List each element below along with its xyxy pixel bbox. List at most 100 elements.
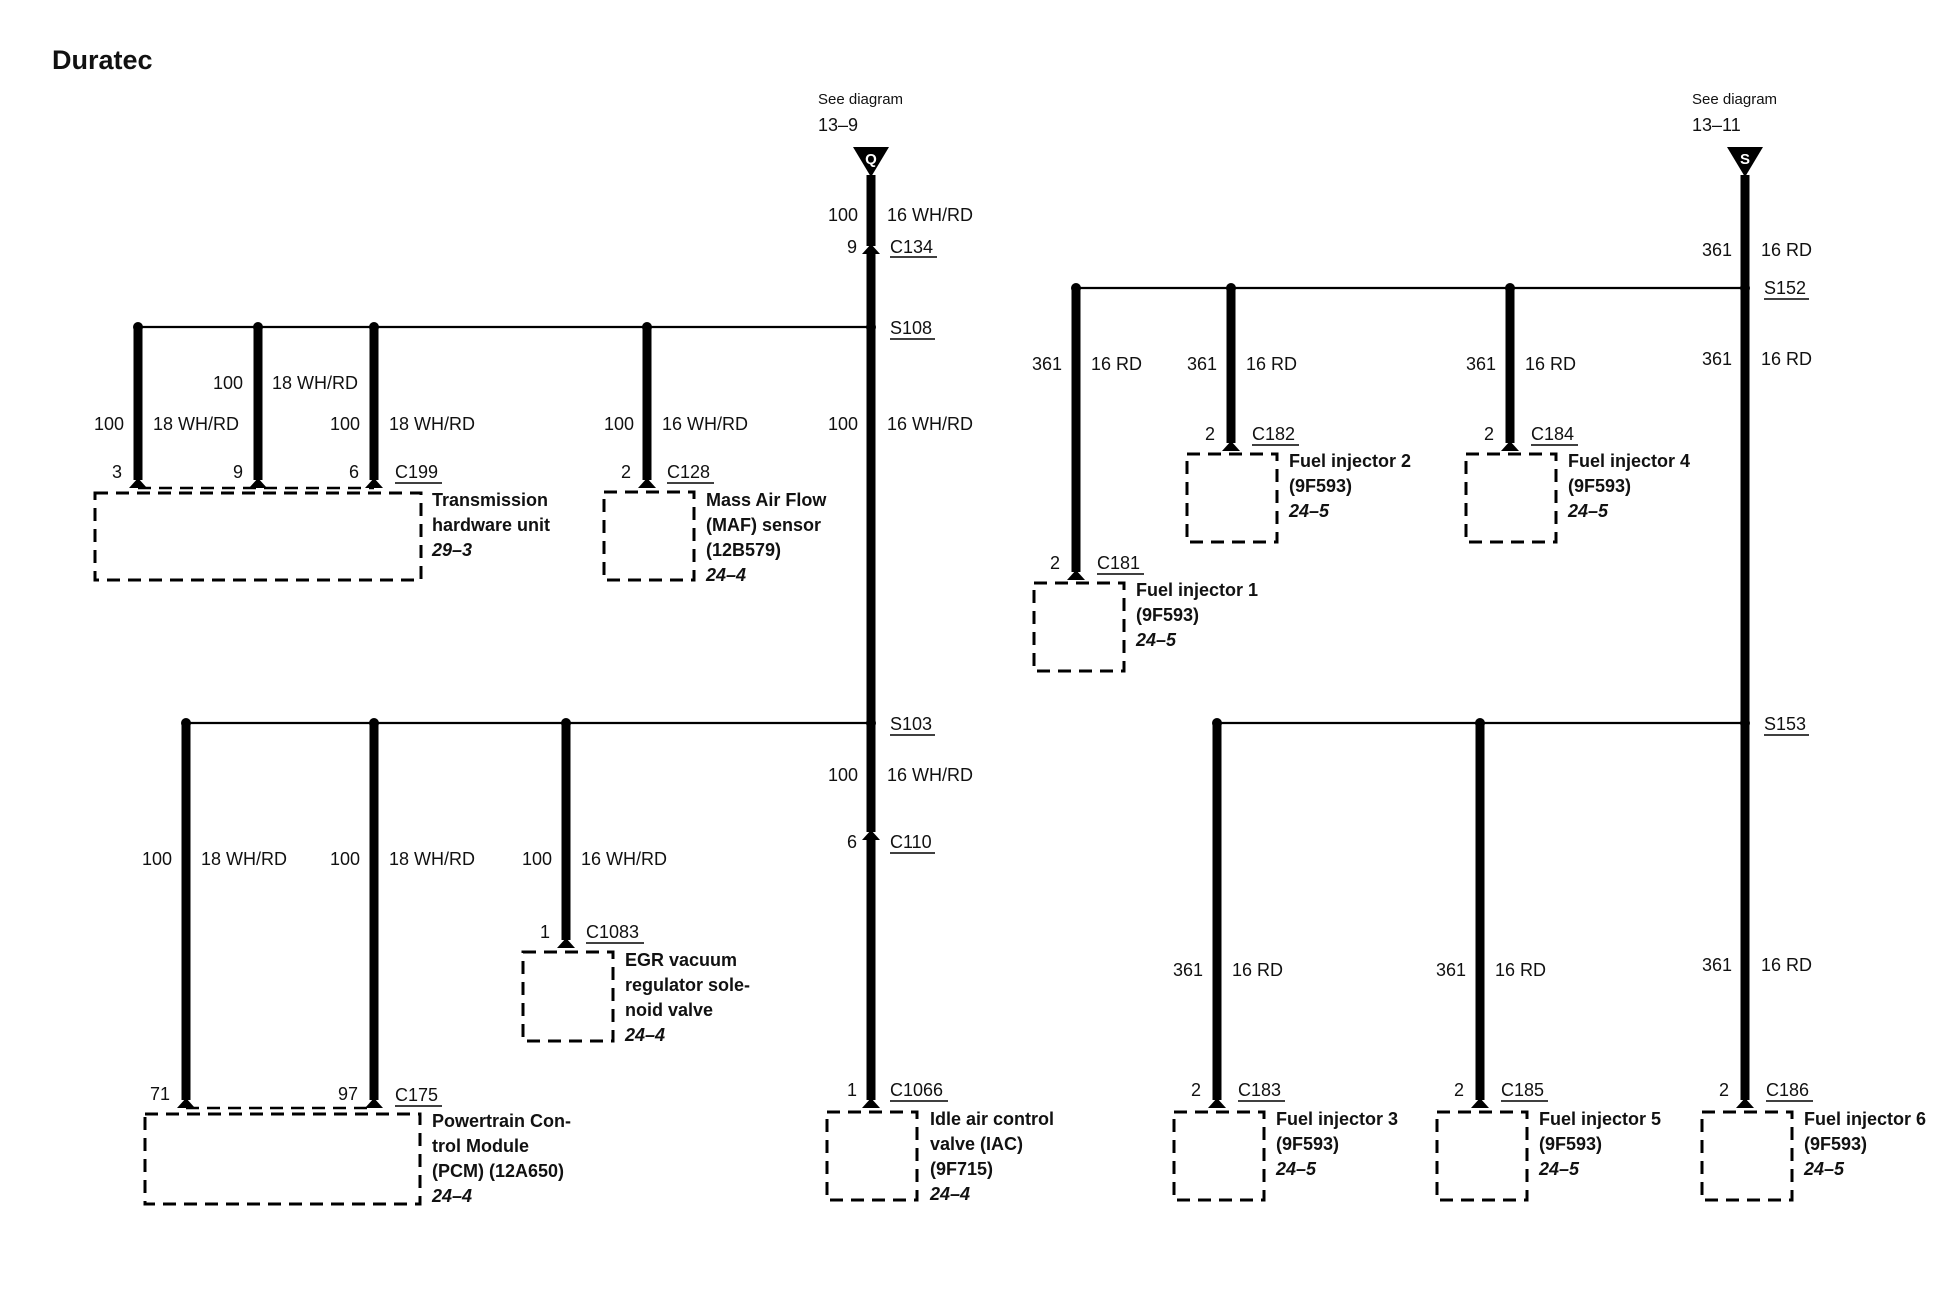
svg-text:24–5: 24–5 [1275,1159,1317,1179]
svg-text:3: 3 [112,462,122,482]
svg-text:16 RD: 16 RD [1761,349,1812,369]
offpage-q-letter: Q [865,151,877,168]
svg-text:1: 1 [847,1080,857,1100]
svg-text:Fuel injector 6: Fuel injector 6 [1804,1109,1926,1129]
fuel-injector-3-box [1172,1110,1266,1202]
offpage-q-see: See diagram [818,91,903,108]
svg-text:(9F593): (9F593) [1289,476,1352,496]
maf-sensor-box [602,490,696,582]
svg-text:24–5: 24–5 [1567,501,1609,521]
s153-dot [1740,718,1750,728]
c185-label: C185 [1501,1080,1544,1100]
svg-text:361: 361 [1702,240,1732,260]
svg-text:361: 361 [1702,349,1732,369]
svg-text:16 WH/RD: 16 WH/RD [581,849,667,869]
svg-text:24–4: 24–4 [624,1025,665,1045]
c175-label: C175 [395,1085,438,1105]
s153-label: S153 [1764,714,1806,734]
svg-text:(PCM) (12A650): (PCM) (12A650) [432,1161,564,1181]
s152-dot [1740,283,1750,293]
wire-s108-s103-circuit: 100 [828,414,858,434]
svg-text:100: 100 [213,373,243,393]
svg-text:2: 2 [1050,553,1060,573]
svg-text:361: 361 [1702,955,1732,975]
svg-text:16 RD: 16 RD [1232,960,1283,980]
transmission-hardware-unit-box [93,491,423,582]
c1066-arrow-icon [862,1098,880,1108]
svg-text:2: 2 [1719,1080,1729,1100]
offpage-s-ref: 13–11 [1692,115,1741,135]
svg-text:100: 100 [142,849,172,869]
svg-text:noid valve: noid valve [625,1000,713,1020]
svg-text:361: 361 [1436,960,1466,980]
svg-text:361: 361 [1032,354,1062,374]
c183-label: C183 [1238,1080,1281,1100]
wire-q-gauge: 16 WH/RD [887,205,973,225]
c181-label: C181 [1097,553,1140,573]
egr-valve-box [521,950,615,1043]
svg-text:16 RD: 16 RD [1761,955,1812,975]
fuel-injector-6-box [1700,1110,1794,1202]
svg-text:100: 100 [330,849,360,869]
c1066-label: C1066 [890,1080,943,1100]
svg-text:361: 361 [1173,960,1203,980]
svg-text:(12B579): (12B579) [706,540,781,560]
svg-text:Mass Air Flow: Mass Air Flow [706,490,827,510]
svg-text:EGR vacuum: EGR vacuum [625,950,737,970]
svg-text:regulator sole-: regulator sole- [625,975,750,995]
c134-label: C134 [890,237,933,257]
svg-text:16 RD: 16 RD [1091,354,1142,374]
svg-text:24–5: 24–5 [1135,630,1177,650]
svg-text:Fuel injector 3: Fuel injector 3 [1276,1109,1398,1129]
svg-text:100: 100 [828,765,858,785]
svg-text:2: 2 [1454,1080,1464,1100]
svg-text:24–4: 24–4 [705,565,746,585]
svg-text:2: 2 [621,462,631,482]
svg-text:16 RD: 16 RD [1495,960,1546,980]
svg-text:16 RD: 16 RD [1761,240,1812,260]
svg-text:97: 97 [338,1084,358,1104]
offpage-s-letter: S [1740,151,1750,168]
svg-text:100: 100 [94,414,124,434]
svg-text:18 WH/RD: 18 WH/RD [389,414,475,434]
thu-label-1: Transmission [432,490,548,510]
fuel-injector-2-box [1185,452,1279,544]
svg-text:(9F593): (9F593) [1276,1134,1339,1154]
svg-text:18 WH/RD: 18 WH/RD [272,373,358,393]
svg-text:24–5: 24–5 [1803,1159,1845,1179]
thu-ref: 29–3 [431,540,472,560]
svg-text:361: 361 [1466,354,1496,374]
c182-label: C182 [1252,424,1295,444]
svg-text:24–4: 24–4 [929,1184,970,1204]
s103-label: S103 [890,714,932,734]
c199-label: C199 [395,462,438,482]
c186-label: C186 [1766,1080,1809,1100]
svg-text:(9F593): (9F593) [1136,605,1199,625]
c184-label: C184 [1531,424,1574,444]
svg-text:18 WH/RD: 18 WH/RD [153,414,239,434]
fuel-injector-5-box [1435,1110,1529,1202]
svg-text:24–4: 24–4 [431,1186,472,1206]
svg-text:2: 2 [1205,424,1215,444]
svg-text:Fuel injector 1: Fuel injector 1 [1136,580,1258,600]
svg-text:16 WH/RD: 16 WH/RD [887,765,973,785]
svg-text:18 WH/RD: 18 WH/RD [201,849,287,869]
svg-text:Idle air control: Idle air control [930,1109,1054,1129]
offpage-q-triangle [853,147,889,177]
offpage-q-ref: 13–9 [818,115,858,135]
iac-valve-box [825,1110,919,1202]
svg-text:100: 100 [330,414,360,434]
s108-dot [866,322,876,332]
svg-text:2: 2 [1484,424,1494,444]
wire-q-circuit: 100 [828,205,858,225]
svg-text:16 RD: 16 RD [1246,354,1297,374]
svg-text:(9F593): (9F593) [1568,476,1631,496]
pcm-box [143,1112,422,1206]
svg-text:Fuel injector 4: Fuel injector 4 [1568,451,1690,471]
s108-label: S108 [890,318,932,338]
diagram-title: Duratec [52,45,153,75]
svg-text:18 WH/RD: 18 WH/RD [389,849,475,869]
svg-text:16 RD: 16 RD [1525,354,1576,374]
offpage-s-triangle [1727,147,1763,177]
